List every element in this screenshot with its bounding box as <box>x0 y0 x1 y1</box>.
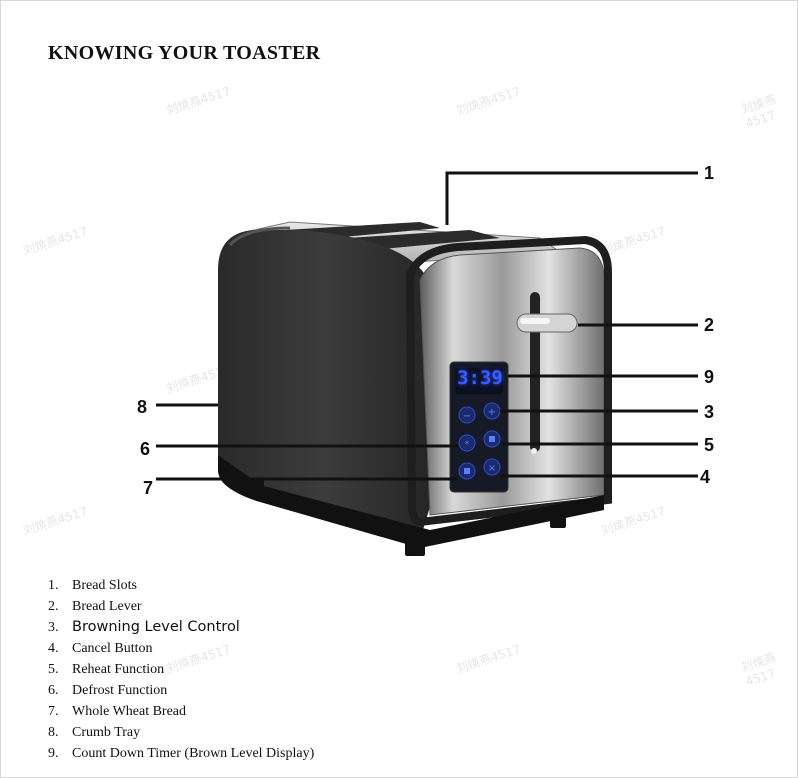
list-item: 7.Whole Wheat Bread <box>48 704 187 719</box>
callout-7: 7 <box>143 478 154 498</box>
list-item: 6.Defrost Function <box>48 683 168 698</box>
list-item: 3.Browning Level Control <box>48 619 240 635</box>
callout-3: 3 <box>704 402 715 422</box>
list-item: 8.Crumb Tray <box>48 725 141 740</box>
toaster-side <box>218 230 432 540</box>
timer-display-bg <box>455 368 503 394</box>
page-title: KNOWING YOUR TOASTER <box>48 42 321 64</box>
callout-9: 9 <box>704 367 715 387</box>
timer-display: 3:39 <box>457 367 503 389</box>
list-item: 5.Reheat Function <box>48 662 165 677</box>
callout-5: 5 <box>704 435 715 455</box>
callout-8: 8 <box>137 397 148 417</box>
defrost-button-icon <box>458 434 476 452</box>
list-item: 2.Bread Lever <box>48 599 142 614</box>
foot <box>250 478 264 492</box>
list-item: 1.Bread Slots <box>48 578 137 593</box>
foot <box>550 512 566 528</box>
svg-text:×: × <box>488 463 496 474</box>
svg-text:−: − <box>463 411 471 422</box>
list-item: 9.Count Down Timer (Brown Level Display) <box>48 746 315 761</box>
callout-6: 6 <box>140 439 151 459</box>
callout-1: 1 <box>704 163 715 183</box>
callout-4: 4 <box>700 467 711 487</box>
leader-line-1 <box>445 171 698 225</box>
crumb-tray <box>218 455 604 548</box>
foot <box>405 540 425 556</box>
cancel-button-icon <box>483 458 501 476</box>
callout-2: 2 <box>704 315 715 335</box>
svg-text:*: * <box>465 440 470 450</box>
parts-list: 1.Bread Slots 2.Bread Lever 3.Browning L… <box>48 575 314 764</box>
list-item: 4.Cancel Button <box>48 641 153 656</box>
minus-button-icon <box>458 406 476 424</box>
toaster-diagram: − + * × <box>156 171 698 556</box>
svg-text:+: + <box>488 407 496 418</box>
